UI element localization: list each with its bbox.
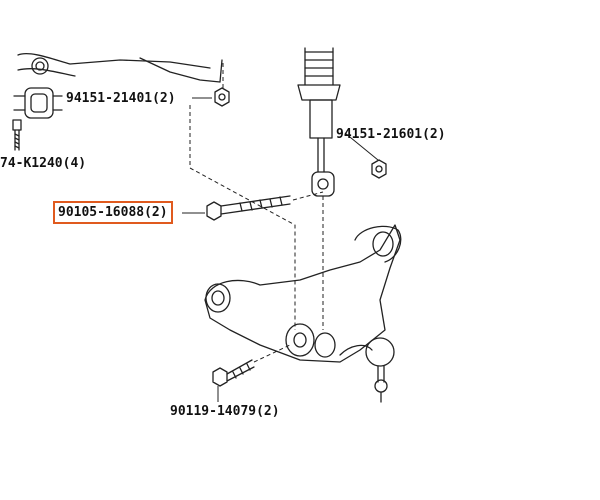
part-label-90119-14079[interactable]: 90119-14079(2): [170, 404, 280, 419]
stabilizer-bushing: [13, 53, 223, 119]
bolt-90105-16088: [206, 195, 291, 221]
part-label-94151-21401[interactable]: 94151-21401(2): [66, 91, 176, 106]
nut-94151-21601: [371, 159, 387, 179]
part-label-90105-16088[interactable]: 90105-16088(2): [53, 201, 173, 224]
nut-94151-21401: [214, 87, 230, 107]
part-label-74-k1240[interactable]: 74-K1240(4): [0, 156, 87, 171]
lower-arm: [204, 224, 402, 403]
bolt-90119-14079: [212, 359, 255, 387]
part-label-94151-21601[interactable]: 94151-21601(2): [336, 127, 446, 142]
shock-absorber: [297, 47, 341, 197]
bushing-bolt: [12, 119, 22, 151]
